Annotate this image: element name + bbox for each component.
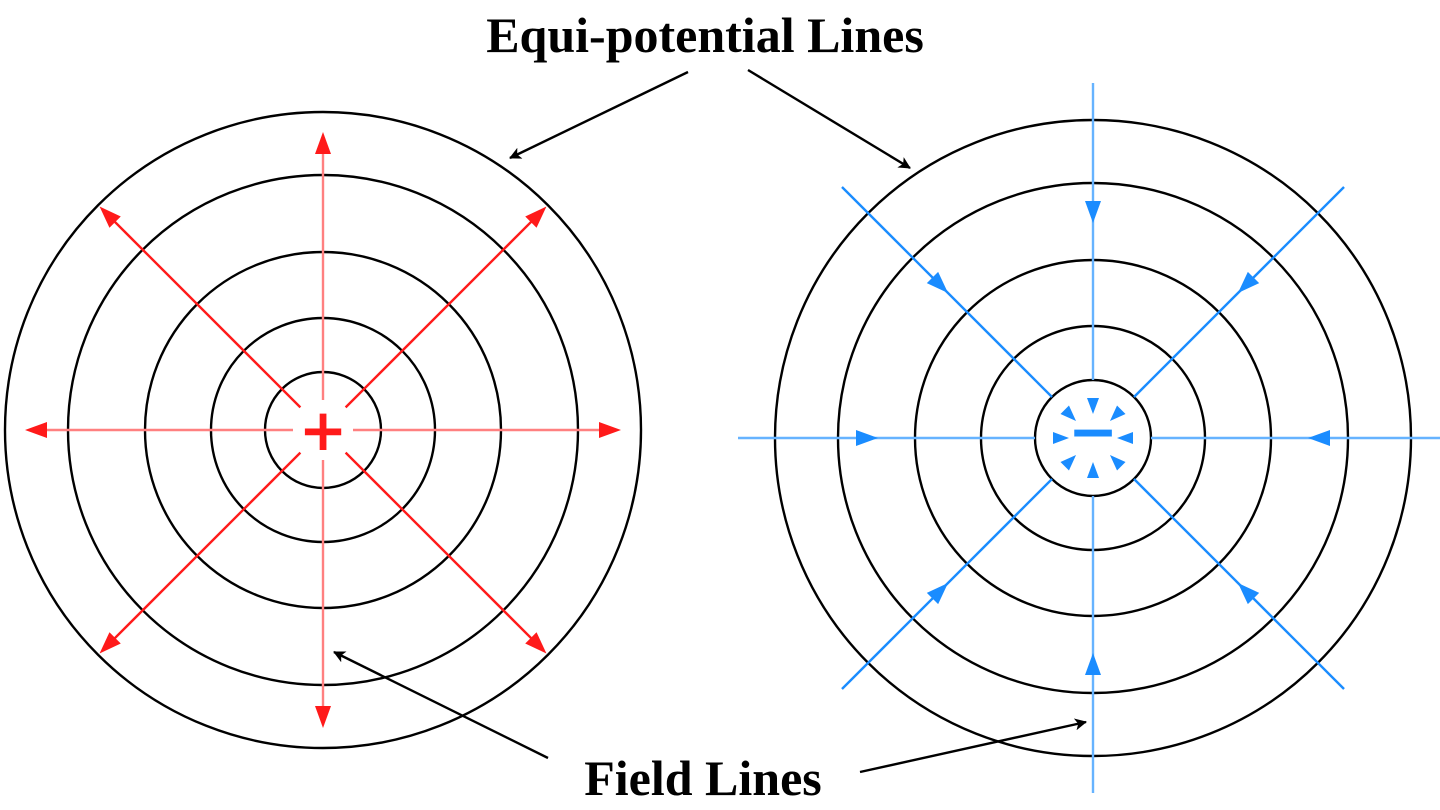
equipotential-pointer-left	[509, 70, 689, 160]
equipotential-circle	[3, 110, 643, 750]
field-arrowhead	[1060, 454, 1077, 471]
field-arrowhead	[1109, 405, 1126, 422]
field-arrowhead	[926, 582, 949, 605]
field-arrowhead	[1085, 201, 1101, 223]
negative-charge-diagram: −	[738, 83, 1440, 793]
inward-field-lines	[738, 83, 1440, 793]
field-arrowhead	[1109, 454, 1126, 471]
field-arrowhead	[1085, 653, 1101, 675]
field-arrowhead	[1053, 432, 1069, 444]
field-line	[108, 215, 302, 409]
field-arrowhead	[1060, 405, 1077, 422]
positive-charge-symbol: +	[299, 396, 348, 464]
field-arrowhead	[1237, 271, 1260, 294]
field-arrowhead	[1308, 430, 1330, 446]
field-line	[344, 451, 538, 645]
field-arrowhead	[1087, 462, 1099, 478]
field-arrowhead	[525, 632, 547, 654]
field-arrowhead	[99, 206, 121, 228]
field-arrowhead	[1117, 432, 1133, 444]
field-arrowhead	[525, 206, 547, 228]
outward-field-lines	[25, 132, 621, 728]
positive-charge-diagram: +	[3, 110, 643, 750]
field-lines-label: Field Lines	[584, 750, 822, 806]
field-arrowhead	[25, 422, 47, 438]
equipotential-pointer-right	[747, 68, 911, 170]
field-line	[344, 215, 538, 409]
negative-charge-symbol: −	[1068, 397, 1118, 467]
field-arrowhead	[856, 430, 878, 446]
field-arrowhead	[315, 706, 331, 728]
field-arrowhead	[926, 271, 949, 294]
field-line	[108, 451, 302, 645]
field-arrowhead	[599, 422, 621, 438]
field-arrowhead	[315, 132, 331, 154]
equipotential-lines-label: Equi-potential Lines	[486, 7, 924, 63]
field-pointer-right	[859, 718, 1087, 774]
field-arrowhead	[1087, 398, 1099, 414]
field-arrowhead	[1237, 582, 1260, 605]
field-arrowhead	[99, 632, 121, 654]
field-pointer-left	[333, 650, 549, 760]
